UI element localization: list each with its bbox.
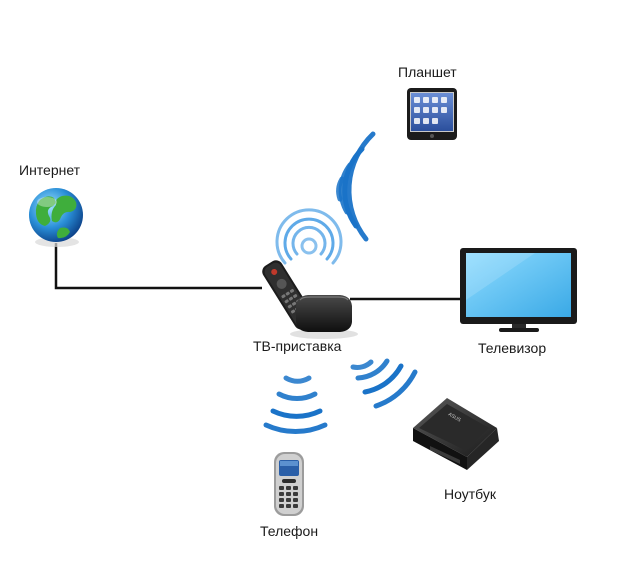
tv-icon [460, 248, 577, 332]
globe-icon [29, 188, 83, 247]
set-top-box-icon [290, 295, 358, 339]
phone-icon [274, 452, 304, 516]
label-tablet: Планшет [398, 64, 457, 80]
laptop-icon: ASUS [413, 398, 499, 470]
cable-internet [54, 243, 262, 290]
label-phone: Телефон [260, 523, 319, 539]
wifi-waves-remote [275, 208, 343, 265]
tablet-icon [407, 88, 457, 140]
wifi-waves-phone [263, 375, 328, 434]
label-set-top-box: ТВ-приставка [253, 338, 342, 354]
label-tv: Телевизор [478, 340, 547, 356]
label-laptop: Ноутбук [444, 486, 496, 502]
wifi-waves-tablet [336, 131, 376, 242]
wifi-waves-laptop [350, 358, 418, 409]
label-internet: Интернет [19, 162, 81, 178]
